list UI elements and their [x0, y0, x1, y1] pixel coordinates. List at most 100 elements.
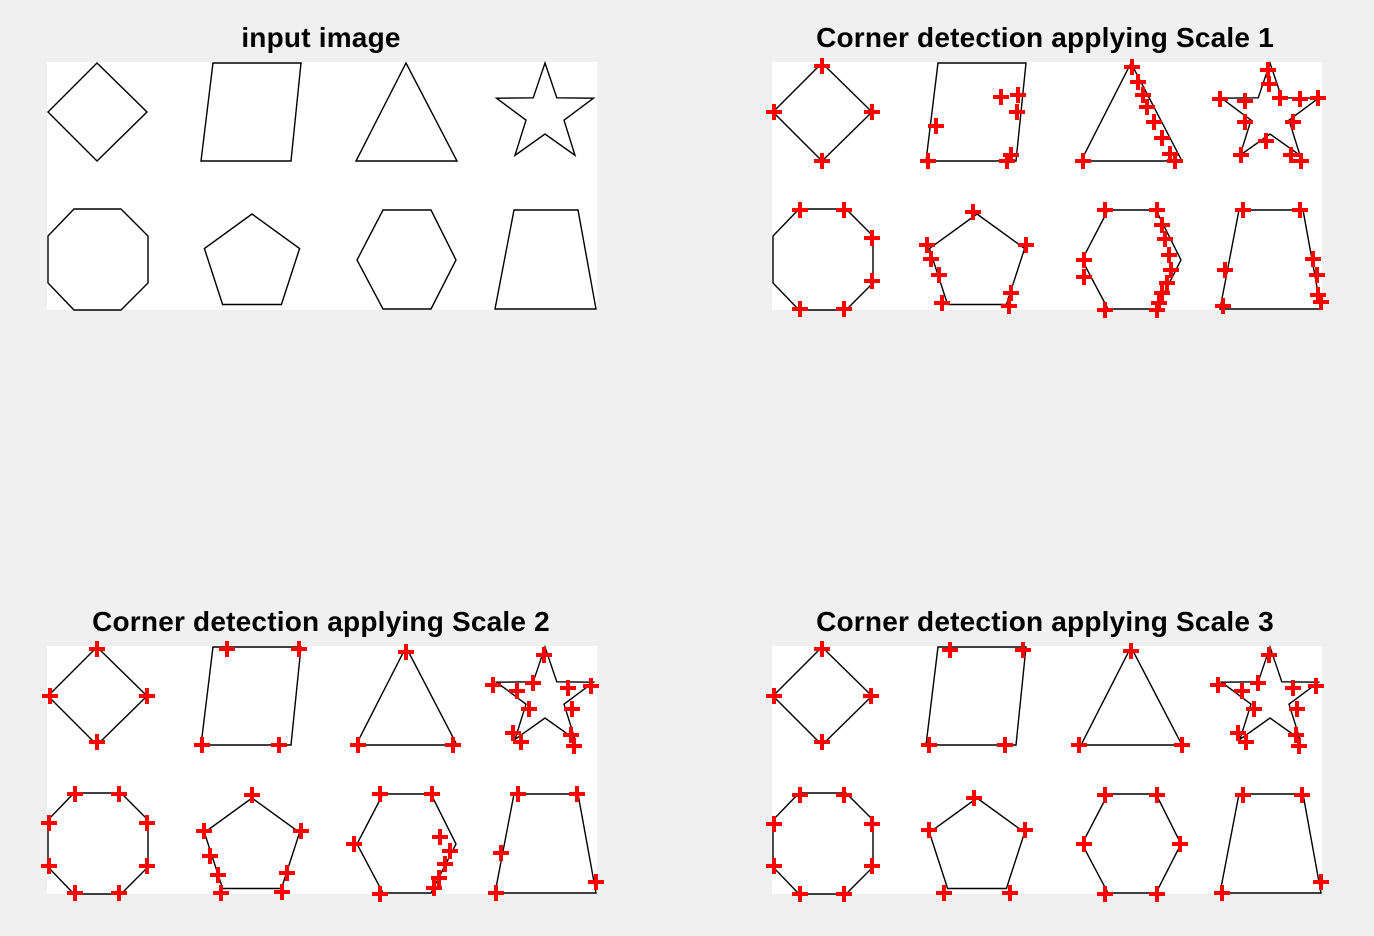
axes-background: [772, 646, 1322, 894]
shape-triangle: [354, 645, 459, 746]
corner-marker: [1146, 114, 1162, 130]
corner-marker: [1294, 787, 1310, 803]
corner-marker: [1130, 74, 1146, 90]
corner-marker: [1149, 886, 1165, 902]
shape-star: [1219, 644, 1321, 742]
axes-scale-1: [766, 58, 1329, 318]
panel-title-input: input image: [241, 22, 401, 53]
corner-marker: [766, 858, 782, 874]
corner-marker: [1097, 202, 1113, 218]
corner-marker: [1230, 725, 1246, 741]
corner-marker: [766, 104, 782, 120]
corner-marker: [442, 843, 458, 859]
shape-pentagon: [203, 213, 301, 306]
corner-marker: [1235, 787, 1251, 803]
corner-marker: [921, 822, 937, 838]
corner-marker: [1159, 275, 1175, 291]
corner-marker: [923, 251, 939, 267]
shape-hexagon: [356, 209, 457, 310]
corner-marker: [505, 725, 521, 741]
corner-marker: [814, 734, 830, 750]
corner-marker: [1250, 675, 1266, 691]
axes-input-image: [47, 60, 597, 311]
corner-marker: [1124, 59, 1140, 75]
corner-marker: [1305, 251, 1321, 267]
corner-marker: [426, 880, 442, 896]
corner-marker: [521, 701, 537, 717]
corner-marker: [525, 675, 541, 691]
corner-marker: [219, 641, 235, 657]
corner-marker: [1154, 217, 1170, 233]
corner-marker: [1215, 298, 1231, 314]
shape-parallelogram: [200, 62, 302, 162]
corner-marker: [1260, 62, 1276, 78]
corner-marker: [928, 118, 944, 134]
shape-parallelogram: [925, 646, 1027, 746]
corner-marker: [864, 858, 880, 874]
corner-marker: [1313, 874, 1329, 890]
corner-marker: [1210, 677, 1226, 693]
shape-triangle: [354, 61, 459, 162]
corner-marker: [41, 815, 57, 831]
corner-marker: [1288, 727, 1304, 743]
corner-marker: [1174, 737, 1190, 753]
corner-marker: [372, 786, 388, 802]
corner-marker: [1149, 787, 1165, 803]
corner-marker: [1123, 643, 1139, 659]
corner-marker: [1238, 734, 1254, 750]
shape-octagon: [47, 208, 149, 311]
corner-marker: [836, 202, 852, 218]
corner-marker: [1139, 99, 1155, 115]
corner-marker: [437, 856, 453, 872]
corner-marker: [1214, 885, 1230, 901]
corner-marker: [271, 737, 287, 753]
corner-marker: [1212, 91, 1228, 107]
corner-marker: [1313, 294, 1329, 310]
corner-marker: [89, 641, 105, 657]
corner-marker: [814, 153, 830, 169]
corner-marker: [814, 58, 830, 74]
corner-marker: [1154, 130, 1170, 146]
corner-marker: [1258, 133, 1274, 149]
panel-title-scale-2: Corner detection applying Scale 2: [92, 606, 550, 637]
corner-marker: [997, 737, 1013, 753]
axes-background: [47, 62, 597, 310]
corner-marker: [1149, 302, 1165, 318]
corner-marker: [1285, 114, 1301, 130]
corner-marker: [942, 642, 958, 658]
corner-marker: [1161, 247, 1177, 263]
shape-trapezoid: [1219, 793, 1322, 894]
corner-marker: [814, 641, 830, 657]
corner-marker: [493, 845, 509, 861]
corner-marker: [346, 836, 362, 852]
shape-star: [494, 644, 596, 742]
corner-marker: [488, 885, 504, 901]
corner-marker: [934, 295, 950, 311]
corner-marker: [1097, 886, 1113, 902]
corner-marker: [836, 301, 852, 317]
corner-marker: [1246, 701, 1262, 717]
corner-marker: [864, 273, 880, 289]
shape-diamond: [47, 62, 149, 162]
corner-marker: [564, 701, 580, 717]
axes-background: [47, 646, 597, 894]
shape-trapezoid: [494, 209, 597, 310]
corner-marker: [89, 734, 105, 750]
corner-marker: [293, 823, 309, 839]
corner-marker: [583, 678, 599, 694]
corner-marker: [194, 737, 210, 753]
shape-triangle: [1079, 645, 1184, 746]
corner-marker: [424, 786, 440, 802]
corner-marker: [513, 734, 529, 750]
corner-marker: [1272, 90, 1288, 106]
corner-marker: [41, 858, 57, 874]
corner-marker: [1157, 231, 1173, 247]
corner-marker: [1217, 262, 1233, 278]
corner-marker: [350, 737, 366, 753]
corner-marker: [919, 237, 935, 253]
corner-marker: [1261, 76, 1277, 92]
corner-marker: [202, 848, 218, 864]
corner-marker: [1237, 93, 1253, 109]
corner-marker: [864, 230, 880, 246]
